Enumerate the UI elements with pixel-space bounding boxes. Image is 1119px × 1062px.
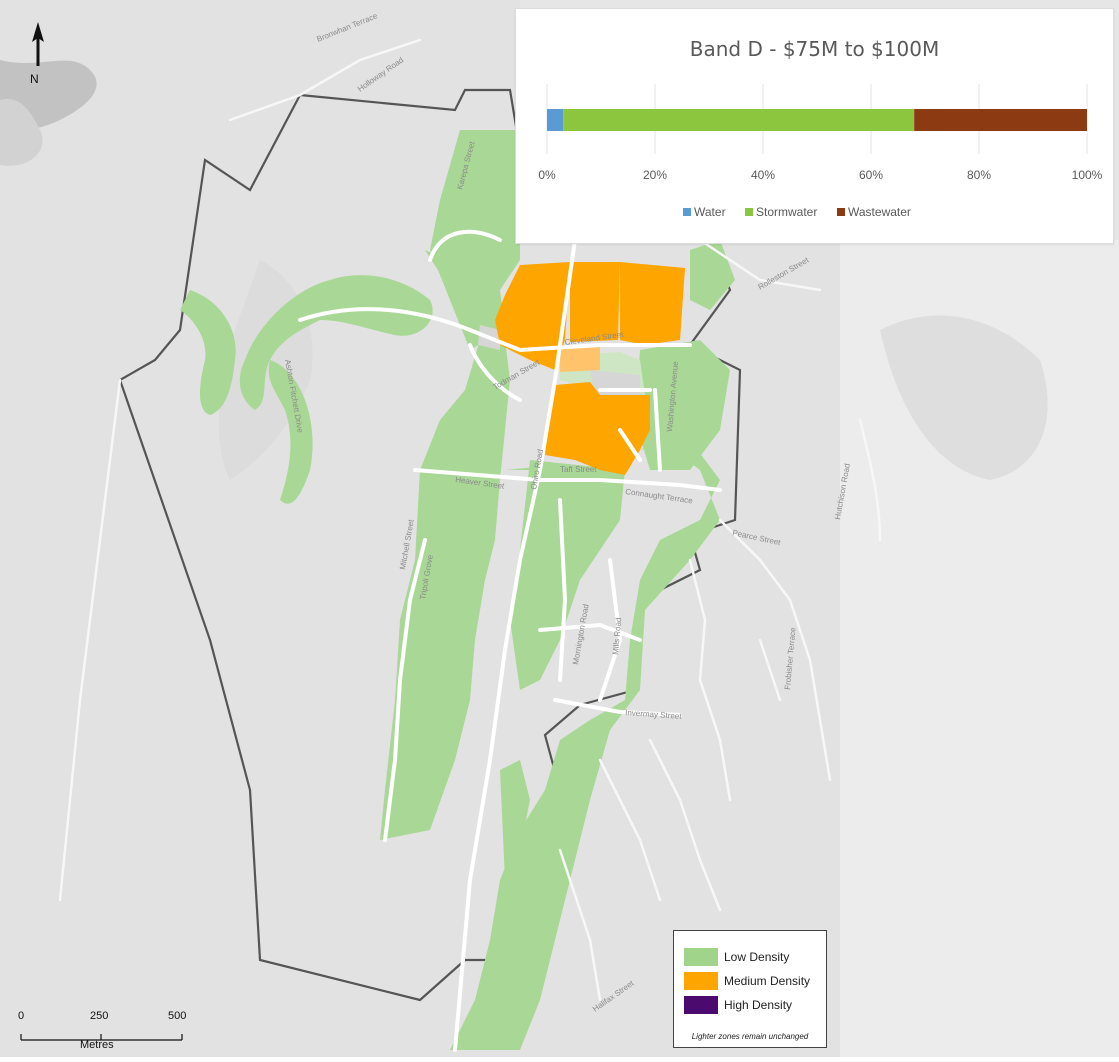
roads	[298, 229, 722, 1052]
map-base-right	[840, 240, 1119, 1057]
chart-bars	[547, 109, 1087, 131]
chart-legend-swatch	[837, 208, 845, 216]
street-label: Invermay Street	[625, 708, 683, 721]
chart-legend-swatch	[745, 208, 753, 216]
chart-title: Band D - $75M to $100M	[689, 37, 940, 61]
x-tick-label: 60%	[859, 168, 883, 182]
bar-segment-stormwater	[563, 109, 915, 131]
water-shore	[0, 99, 43, 166]
stacked-bar-chart: 0% 20% 40% 60% 80% 100% Water Stormwater Wastew…	[538, 84, 1103, 219]
legend-item-low-density: Low Density	[684, 947, 789, 967]
legend-label: Medium Density	[724, 974, 811, 988]
legend-label: High Density	[724, 998, 793, 1012]
legend-label: Low Density	[724, 950, 790, 964]
medium-density-zones	[495, 262, 685, 475]
map-legend: Low Density Medium Density High Density …	[673, 930, 827, 1048]
scale-tick-label: 250	[90, 1010, 109, 1022]
terrain-patch	[880, 315, 1048, 480]
chart-legend-swatch	[683, 208, 691, 216]
legend-swatch	[684, 996, 718, 1014]
minor-roads	[58, 38, 882, 1002]
x-tick-label: 0%	[538, 168, 556, 182]
x-tick-label: 80%	[967, 168, 991, 182]
scale-bar: 0 250 500 Metres	[14, 1010, 194, 1056]
street-label: Taft Street	[560, 465, 597, 474]
scale-unit: Metres	[80, 1039, 114, 1051]
medium-density-light	[560, 345, 600, 372]
scale-tick-label: 500	[168, 1010, 187, 1022]
chart-legend: Water Stormwater Wastewater	[683, 205, 911, 219]
chart-panel: Band D - $75M to $100M 0% 20% 40% 60% 80% 100…	[515, 8, 1114, 244]
legend-item-medium-density: Medium Density	[684, 971, 810, 991]
chart-legend-label: Wastewater	[848, 205, 911, 219]
x-tick-label: 20%	[643, 168, 667, 182]
legend-swatch	[684, 948, 718, 966]
north-label: N	[30, 72, 39, 86]
scale-tick-label: 0	[18, 1010, 25, 1022]
chart-legend-label: Water	[694, 205, 726, 219]
x-tick-label: 100%	[1072, 168, 1103, 182]
legend-swatch	[684, 972, 718, 990]
legend-item-high-density: High Density	[684, 995, 792, 1015]
legend-note: Lighter zones remain unchanged	[691, 1032, 809, 1041]
street-label: Mills Road	[611, 617, 623, 655]
chart-x-ticks: 0% 20% 40% 60% 80% 100%	[538, 168, 1102, 182]
x-tick-label: 40%	[751, 168, 775, 182]
north-arrow-icon	[28, 20, 48, 90]
bar-segment-wastewater	[914, 109, 1087, 131]
bar-segment-water	[547, 109, 564, 131]
scale-bar-graphic	[20, 1034, 183, 1041]
chart-legend-label: Stormwater	[756, 205, 817, 219]
